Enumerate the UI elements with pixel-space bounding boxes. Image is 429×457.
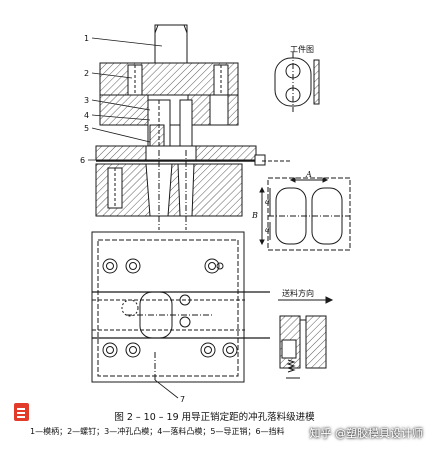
workpiece-side [313, 59, 320, 105]
label-part-5: 5 [84, 124, 89, 133]
label-part-3: 3 [84, 96, 89, 105]
pilot-hole [121, 299, 139, 317]
plan-outline [91, 231, 245, 383]
label-part-2: 2 [84, 69, 89, 78]
pierce-hole-2 [179, 316, 191, 328]
workpiece-title: 工件图 [290, 44, 314, 54]
section-view [95, 24, 290, 230]
strip-layout [259, 177, 351, 251]
figure-caption-title: 图 2 – 10 – 19 用导正销定距的冲孔落料级进模 [114, 412, 315, 423]
pierce-hole-1 [179, 294, 191, 306]
dim-label-a-top: A [305, 170, 312, 179]
feed-direction-label: 送料方向 [282, 288, 314, 298]
label-part-6: 6 [80, 156, 85, 165]
dim-label-a-2: a [265, 225, 270, 234]
shank-top [154, 24, 188, 34]
leader-lines [88, 37, 179, 399]
plan-view [91, 231, 270, 383]
label-part-1: 1 [84, 34, 89, 43]
feed-detail [278, 296, 334, 379]
watermark: 知乎 @塑胶模具设计师 [309, 427, 424, 440]
label-part-4: 4 [84, 111, 89, 120]
dim-label-a-1: a [265, 197, 270, 206]
spring [286, 359, 296, 373]
feed-stop-block [281, 339, 297, 359]
document-icon [14, 403, 29, 421]
stop-pin [254, 154, 266, 166]
screw-holes [102, 258, 238, 358]
workpiece-view [274, 52, 320, 112]
label-part-7: 7 [180, 395, 185, 404]
die-shank [154, 24, 188, 64]
figure-caption-legend: 1—模柄；2—螺钉；3—冲孔凸模；4—落料凸模；5—导正销；6—挡料 [30, 427, 285, 436]
dim-label-b: B [251, 211, 258, 220]
